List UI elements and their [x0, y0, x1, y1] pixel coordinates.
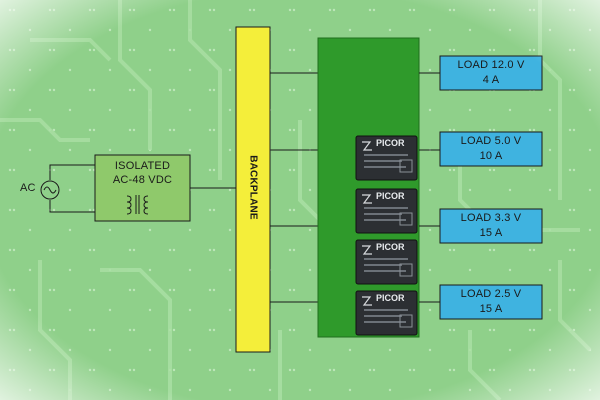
load-2-voltage: LOAD 5.0 V [460, 135, 522, 147]
load-1-current: 4 A [482, 74, 500, 86]
ac-source-label: AC [20, 182, 36, 194]
load-2-current: 10 A [479, 150, 503, 162]
load-3-current: 15 A [479, 227, 503, 239]
load-4-voltage: LOAD 2.5 V [460, 288, 522, 300]
backplane-label: BACKPLANE [247, 155, 259, 220]
load-4-current: 15 A [479, 303, 503, 315]
converter-title-line1: ISOLATED [114, 160, 171, 172]
load-1-voltage: LOAD 12.0 V [457, 59, 525, 71]
module-brand-3: PICOR [376, 242, 405, 252]
load-3-voltage: LOAD 3.3 V [460, 212, 522, 224]
module-brand-1: PICOR [376, 138, 405, 148]
module-brand-2: PICOR [376, 191, 405, 201]
converter-title-line2: AC-48 VDC [112, 174, 173, 186]
module-brand-4: PICOR [376, 293, 405, 303]
